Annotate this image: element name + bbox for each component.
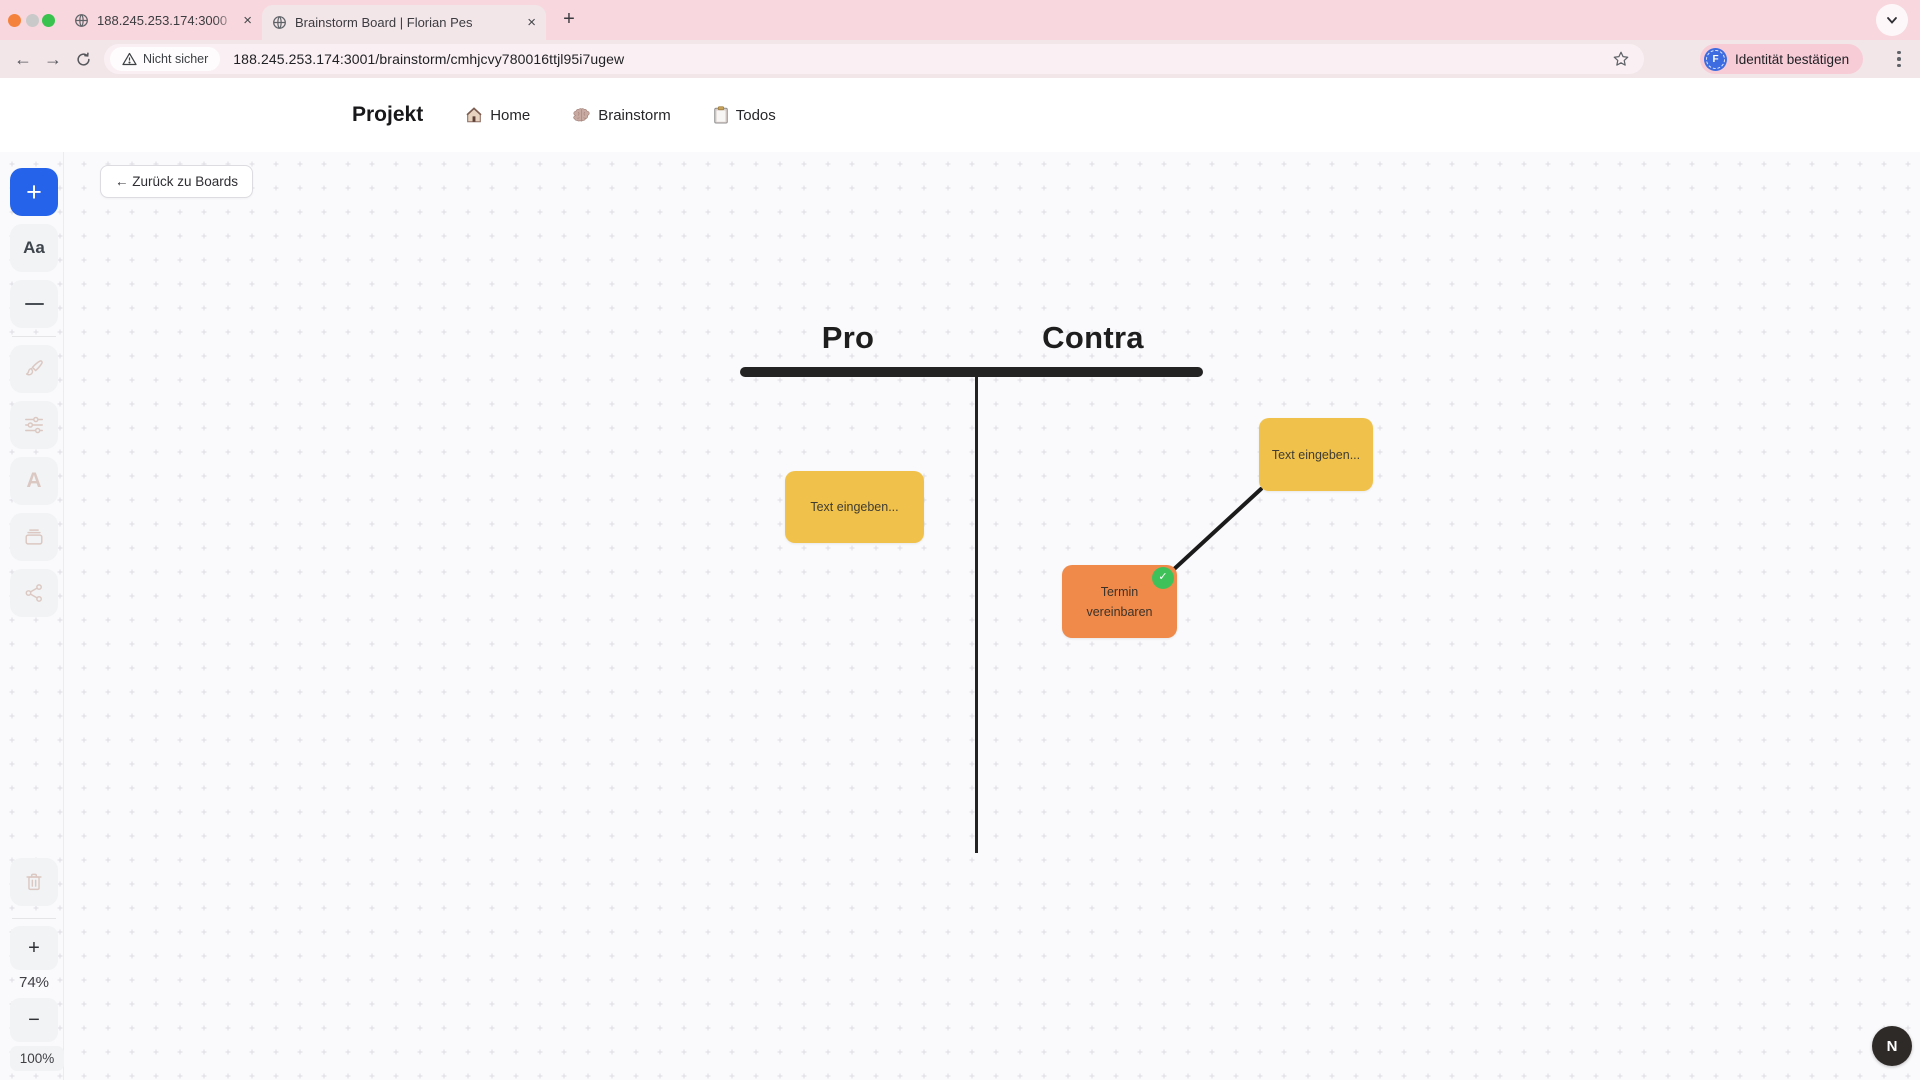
zoom-reset-button[interactable]: 100% — [10, 1046, 64, 1071]
tab-title: 188.245.253.174:3000 — [97, 12, 238, 28]
board-canvas[interactable]: ← Zurück zu Boards Pro Contra Text einge… — [0, 152, 1920, 1080]
nav-item-home[interactable]: Home — [465, 106, 530, 124]
browser-tabstrip: 188.245.253.174:3000 × Brainstorm Board … — [0, 0, 1920, 40]
brush-tool-button[interactable] — [10, 345, 58, 393]
sticky-note-pro[interactable]: Text eingeben... — [785, 471, 924, 543]
identity-confirm-button[interactable]: F Identität bestätigen — [1700, 44, 1864, 74]
note-text: Text eingeben... — [810, 500, 899, 514]
globe-icon — [273, 16, 286, 29]
forward-button[interactable]: → — [44, 48, 62, 69]
note-text: Termin vereinbaren — [1086, 584, 1153, 619]
note-text: Text eingeben... — [1271, 447, 1361, 462]
address-bar[interactable]: Nicht sicher 188.245.253.174:3001/brains… — [104, 44, 1644, 74]
trash-button[interactable] — [10, 858, 58, 906]
new-tab-button[interactable]: + — [563, 8, 575, 30]
url-text: 188.245.253.174:3001/brainstorm/cmhjcvy7… — [233, 51, 625, 67]
sticky-note-contra[interactable]: Text eingeben... — [1259, 418, 1373, 491]
adjust-tool-button[interactable] — [10, 401, 58, 449]
t-chart-contra-label[interactable]: Contra — [1042, 320, 1144, 355]
trash-icon — [26, 873, 42, 891]
done-check-badge[interactable]: ✓ — [1152, 567, 1174, 589]
reload-icon[interactable] — [68, 44, 98, 74]
zoom-rail: + 74% − 100% — [10, 858, 64, 1071]
close-tab-icon[interactable]: × — [527, 14, 536, 31]
line-tool-button[interactable] — [10, 280, 58, 328]
rail-divider — [12, 918, 56, 919]
window-minimize-button[interactable] — [26, 14, 39, 27]
globe-icon — [75, 13, 88, 27]
dot-grid-background — [0, 152, 1920, 1080]
share-icon — [25, 584, 42, 602]
t-chart-pro-label[interactable]: Pro — [821, 320, 875, 355]
t-chart-horizontal-bar[interactable] — [740, 367, 1203, 377]
identity-label: Identität bestätigen — [1735, 51, 1850, 67]
nav-label: Todos — [735, 106, 776, 124]
tool-rail: + Aa A — [10, 168, 58, 617]
identity-avatar: F — [1704, 47, 1727, 71]
zoom-out-button[interactable]: − — [10, 998, 58, 1042]
app-header: Projekt Home Brainstorm Todos — [0, 78, 1920, 152]
brush-icon — [25, 360, 43, 376]
sliders-icon — [25, 416, 43, 434]
window-close-button[interactable] — [8, 14, 21, 27]
canvas-left-edge — [63, 152, 64, 1080]
tab-search-chevron-icon[interactable] — [1876, 4, 1908, 36]
font-icon: A — [26, 469, 42, 492]
tab-title: Brainstorm Board | Florian Pes — [295, 15, 522, 30]
bookmark-star-icon[interactable] — [1612, 50, 1630, 73]
rail-divider — [12, 336, 56, 337]
house-icon — [466, 107, 482, 123]
nav-label: Brainstorm — [598, 106, 671, 124]
warning-icon — [122, 52, 137, 66]
share-tool-button[interactable] — [10, 569, 58, 617]
tab-home[interactable]: 188.245.253.174:3000 × — [64, 0, 262, 40]
browser-toolbar: ← → Nicht sicher 188.245.253.174:3001/br… — [0, 40, 1920, 78]
nav-item-brainstorm[interactable]: Brainstorm — [572, 107, 671, 124]
user-avatar[interactable]: N — [1872, 1026, 1912, 1066]
t-chart-vertical-line[interactable] — [975, 377, 978, 853]
security-label: Nicht sicher — [143, 52, 209, 66]
zoom-level-label: 74% — [18, 974, 50, 991]
security-chip[interactable]: Nicht sicher — [110, 47, 221, 71]
window-maximize-button[interactable] — [42, 14, 55, 27]
archive-tool-button[interactable] — [10, 513, 58, 561]
back-button[interactable]: ← — [14, 48, 32, 69]
add-note-button[interactable]: + — [10, 168, 58, 216]
tab-brainstorm-board[interactable]: Brainstorm Board | Florian Pes × — [262, 5, 546, 40]
text-tool-button[interactable]: Aa — [10, 224, 58, 272]
nav-item-todos[interactable]: Todos — [713, 106, 776, 124]
archive-icon — [25, 529, 43, 545]
close-tab-icon[interactable]: × — [243, 11, 252, 29]
font-tool-button[interactable]: A — [10, 457, 58, 505]
nav-label: Home — [490, 106, 531, 124]
zoom-in-button[interactable]: + — [10, 926, 58, 970]
brain-icon — [573, 107, 590, 122]
page-title: Projekt — [352, 103, 424, 126]
sticky-note-termin[interactable]: Termin vereinbaren ✓ — [1062, 565, 1177, 638]
back-to-boards-button[interactable]: ← Zurück zu Boards — [100, 165, 254, 198]
clipboard-icon — [714, 106, 728, 124]
browser-menu-icon[interactable] — [1888, 48, 1910, 70]
